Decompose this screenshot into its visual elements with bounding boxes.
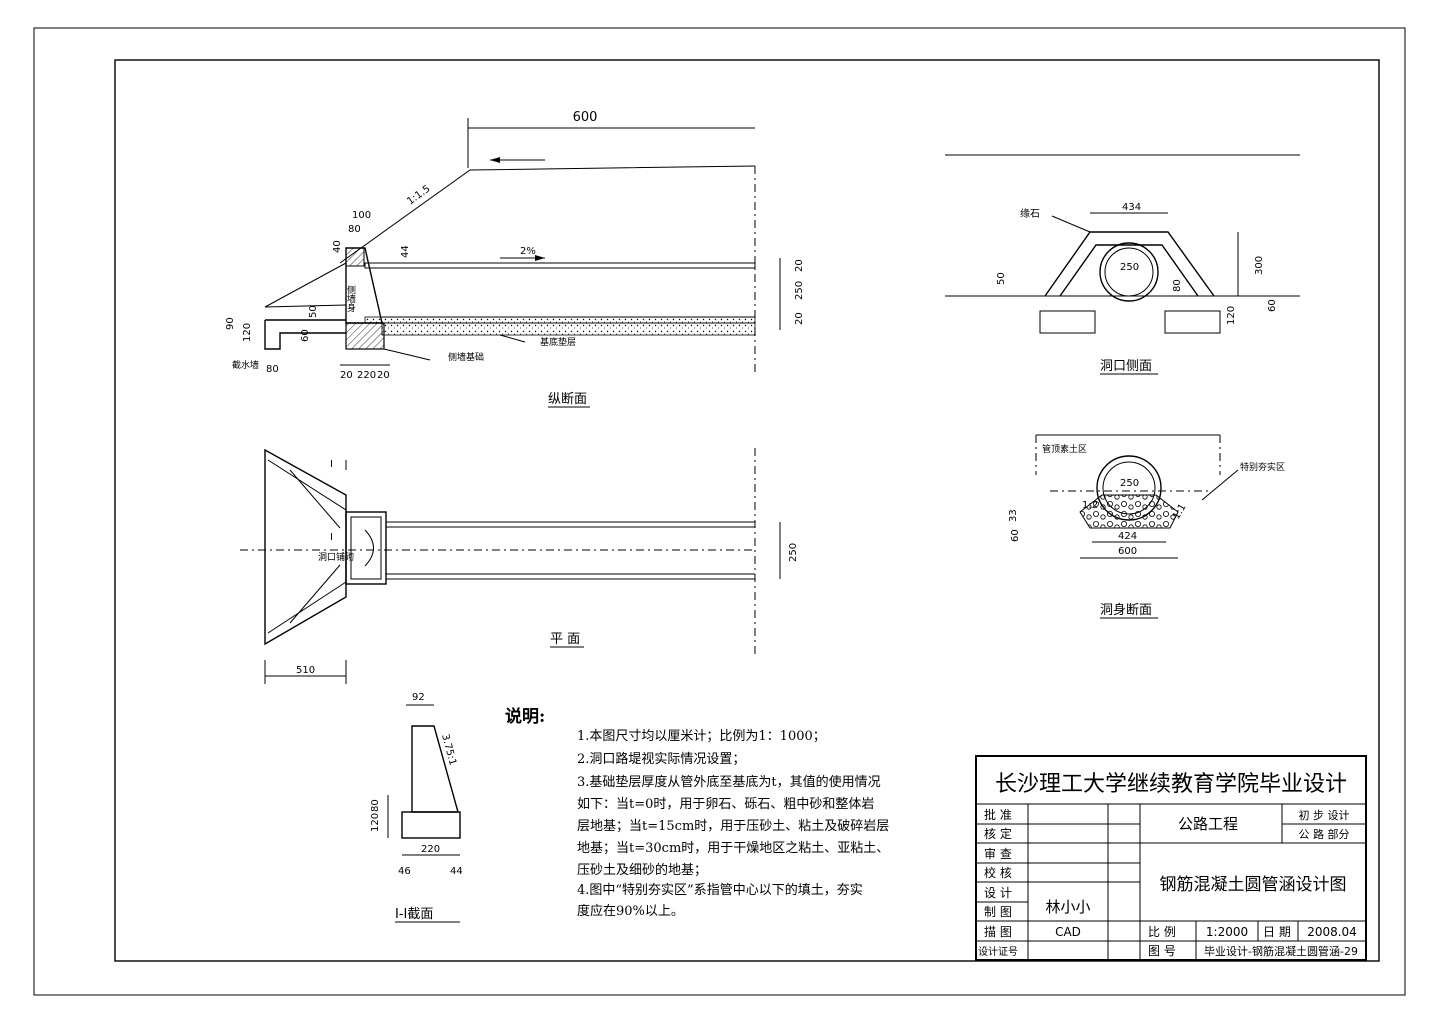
dim-cs-pipe: 250 (1120, 478, 1139, 489)
plan-view: I I 洞口铺砌 250 510 平 面 (240, 448, 799, 684)
label-compaction: 特别夯实区 (1240, 461, 1285, 473)
note-line: 度应在90%以上。 (577, 903, 684, 919)
dim-ii-base: 220 (421, 844, 440, 855)
dim-cs-inner: 424 (1118, 531, 1137, 542)
dim-50: 50 (308, 305, 319, 318)
dim-plan-length: 510 (296, 665, 315, 676)
tb-row-label: 核 定 (984, 826, 1012, 841)
dim-elev-60: 60 (1267, 299, 1278, 312)
label-base: 基底垫层 (540, 336, 576, 348)
dim-ii-slope: 3.75:1 (439, 733, 458, 767)
label-curb: 缘石 (1020, 207, 1040, 220)
label-wall: 侧墙身 (345, 284, 356, 313)
tb-number: 毕业设计-钢筋混凝土圆管涵-29 (1204, 944, 1358, 958)
label-foundation: 侧墙基础 (448, 351, 484, 363)
tb-date-label: 日 期 (1263, 925, 1291, 939)
note-line: 地基；当t=30cm时，用于干燥地区之粘土、亚粘土、 (577, 841, 889, 856)
dim-ii-44: 44 (450, 866, 463, 877)
entrance-elevation: 434 250 300 50 80 120 60 缘石 洞口侧面 (945, 154, 1300, 375)
tb-date: 2008.04 (1307, 925, 1357, 939)
view-title-elevation: 洞口侧面 (1100, 359, 1152, 374)
dim-cs-outer: 600 (1118, 546, 1137, 557)
section-ii: 92 3.75:1 80 120 220 46 44 I-I截面 (370, 692, 463, 923)
body-cross-section: 250 1:2 1:1 424 600 33 60 管顶素土区 特别夯实区 洞身… (1008, 434, 1285, 619)
tb-scale: 1:2000 (1206, 925, 1248, 939)
dim-80b: 80 (266, 364, 279, 375)
dim-40: 40 (332, 240, 343, 253)
slope-ratio: 1:1.5 (405, 183, 432, 207)
dim-plan-width: 250 (788, 543, 799, 562)
view-title-longitudinal: 纵断面 (548, 392, 587, 407)
dim-120: 120 (242, 323, 253, 342)
outer-border (33, 27, 1406, 996)
dim-elev-50: 50 (996, 272, 1007, 285)
view-title-cross-section: 洞身断面 (1100, 602, 1152, 618)
dim-elev-pipe: 250 (1120, 262, 1139, 273)
dim-ii-46: 46 (398, 866, 411, 877)
dim-cs-33: 33 (1008, 509, 1019, 522)
dim-20a: 20 (340, 370, 353, 381)
dim-elev-top: 434 (1122, 202, 1141, 213)
tb-row-label: 校 核 (984, 865, 1012, 880)
tb-scale-label: 比 例 (1148, 925, 1176, 939)
dim-elev-300: 300 (1254, 256, 1265, 275)
inner-border (114, 59, 1380, 962)
dim-cs-slope-r: 1:1 (1171, 502, 1189, 521)
dim-100: 100 (352, 210, 371, 221)
view-title-section-ii: I-I截面 (395, 907, 433, 922)
tb-part: 公 路 部分 (1299, 827, 1350, 841)
tb-project: 公路工程 (1178, 815, 1238, 833)
longitudinal-section: 600 1:1.5 2% 100 80 40 44 50 90 120 60 8… (225, 110, 805, 408)
dim-80: 80 (348, 224, 361, 235)
school-title: 长沙理工大学继续教育学院毕业设计 (995, 772, 1347, 797)
notes-heading: 说明: (505, 706, 545, 727)
label-paving: 洞口铺砌 (318, 551, 354, 563)
tb-row-label: 批 准 (984, 807, 1012, 822)
dim-r250: 250 (794, 281, 805, 300)
tb-tracing: CAD (1055, 925, 1081, 939)
label-cutoff: 截水墙 (232, 359, 259, 371)
dim-cs-slope-l: 1:2 (1082, 500, 1098, 511)
dim-elev-120: 120 (1226, 306, 1237, 325)
notes: 说明: 1.本图尺寸均以厘米计；比例为1：1000； 2.洞口路堤视实际情况设置… (505, 706, 889, 919)
dim-20b: 20 (377, 370, 390, 381)
dim-r20a: 20 (794, 259, 805, 272)
dim-220: 220 (357, 370, 376, 381)
dim-cs-60: 60 (1010, 529, 1021, 542)
tb-row-label: 制 图 (984, 905, 1012, 919)
slope-pipe: 2% (520, 246, 536, 257)
note-line: 4.图中“特别夯实区”系指管中心以下的填土，夯实 (577, 882, 863, 898)
tb-number-label: 图 号 (1148, 944, 1176, 958)
note-line: 层地基；当t=15cm时，用于压砂土、粘土及破碎岩层 (577, 819, 889, 834)
tb-designer: 林小小 (1045, 898, 1090, 916)
view-title-plan: 平 面 (550, 632, 580, 647)
label-top-fill: 管顶素土区 (1042, 443, 1087, 455)
dim-top-width: 600 (573, 110, 598, 125)
dim-elev-80: 80 (1172, 279, 1183, 292)
section-mark-bottom: I (330, 532, 333, 543)
note-line: 3.基础垫层厚度从管外底至基底为t，其值的使用情况 (577, 774, 881, 790)
tb-drawing-title: 钢筋混凝土圆管涵设计图 (1160, 875, 1347, 895)
tb-row-label: 审 查 (984, 846, 1012, 861)
section-mark-top: I (330, 459, 333, 470)
note-line: 1.本图尺寸均以厘米计；比例为1：1000； (577, 729, 826, 744)
tb-row-label: 描 图 (984, 925, 1012, 939)
dim-ii-top: 92 (412, 692, 425, 703)
tb-row-label: 设 计 (984, 886, 1012, 900)
tb-stage: 初 步 设计 (1299, 808, 1350, 822)
tb-row-label: 设计证号 (978, 945, 1018, 958)
note-line: 压砂土及细砂的地基； (577, 862, 707, 878)
dim-ii-120: 120 (370, 813, 381, 832)
dim-ii-80: 80 (370, 799, 381, 812)
dim-90: 90 (225, 317, 236, 330)
dim-r20b: 20 (794, 312, 805, 325)
title-block: 长沙理工大学继续教育学院毕业设计 批 准 核 定 审 查 校 核 设 计 制 图… (975, 755, 1367, 961)
note-line: 2.洞口路堤视实际情况设置； (577, 751, 745, 767)
dim-60: 60 (300, 329, 311, 342)
note-line: 如下：当t=0时，用于卵石、砾石、粗中砂和整体岩 (577, 796, 874, 812)
dim-44: 44 (400, 245, 411, 258)
